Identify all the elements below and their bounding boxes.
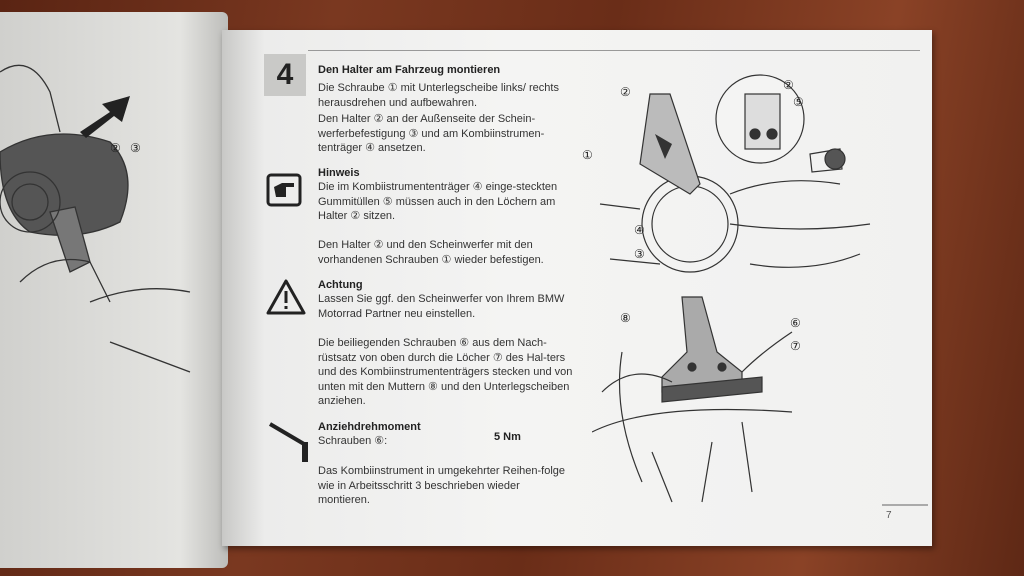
- top-label-1: ①: [582, 148, 593, 162]
- torque-value: 5 Nm: [494, 431, 521, 443]
- left-label-3: ③: [130, 141, 141, 155]
- torque-label: Schrauben ⑥:: [318, 435, 388, 447]
- left-illustration: ② ③: [0, 64, 191, 373]
- left-label-2: ②: [110, 141, 121, 155]
- step-paragraph-2: Den Halter ② an der Außenseite der Schei…: [318, 113, 545, 154]
- footer-rule: [882, 504, 928, 506]
- step-paragraph-1: Die Schraube ① mit Unterlegscheibe links…: [318, 82, 559, 109]
- bottom-label-6: ⑥: [790, 316, 801, 330]
- pointing-hand-icon: [266, 173, 302, 207]
- hinweis-title: Hinweis: [318, 167, 360, 179]
- step-paragraph-5: Das Kombiinstrument in umgekehrter Reihe…: [318, 465, 566, 506]
- hinweis-text: Die im Kombiistrumententräger ④ einge-st…: [318, 181, 558, 222]
- page-number: 7: [886, 510, 892, 521]
- top-label-2a: ②: [620, 85, 631, 99]
- left-page: ② ③: [0, 12, 228, 568]
- header-rule: [308, 50, 920, 51]
- bottom-label-8: ⑧: [620, 311, 631, 325]
- top-label-4: ④: [634, 223, 645, 237]
- step-paragraph-3: Den Halter ② und den Scheinwerfer mit de…: [318, 239, 544, 266]
- achtung-text: Lassen Sie ggf. den Scheinwerfer von Ihr…: [318, 293, 565, 320]
- warning-icon: [266, 279, 306, 315]
- top-illustration: ② ② ⑤ ① ④ ③: [582, 74, 871, 273]
- step-title: Den Halter am Fahrzeug montieren: [318, 64, 501, 76]
- torque-wrench-icon: [268, 422, 308, 462]
- manual-page: 4 Den Halter am Fahrzeug montieren Die S…: [222, 30, 932, 546]
- achtung-title: Achtung: [318, 279, 363, 291]
- top-label-5: ⑤: [793, 95, 804, 109]
- bottom-illustration: ⑧ ⑥ ⑦: [592, 296, 801, 503]
- top-label-3: ③: [634, 247, 645, 261]
- torque-title: Anziehdrehmoment: [318, 421, 421, 433]
- step-number: 4: [264, 54, 306, 96]
- bottom-label-7: ⑦: [790, 339, 801, 353]
- step-paragraph-4: Die beiliegenden Schrauben ⑥ aus dem Nac…: [318, 337, 573, 407]
- top-label-2b: ②: [783, 78, 794, 92]
- arrow-icon: [80, 96, 130, 138]
